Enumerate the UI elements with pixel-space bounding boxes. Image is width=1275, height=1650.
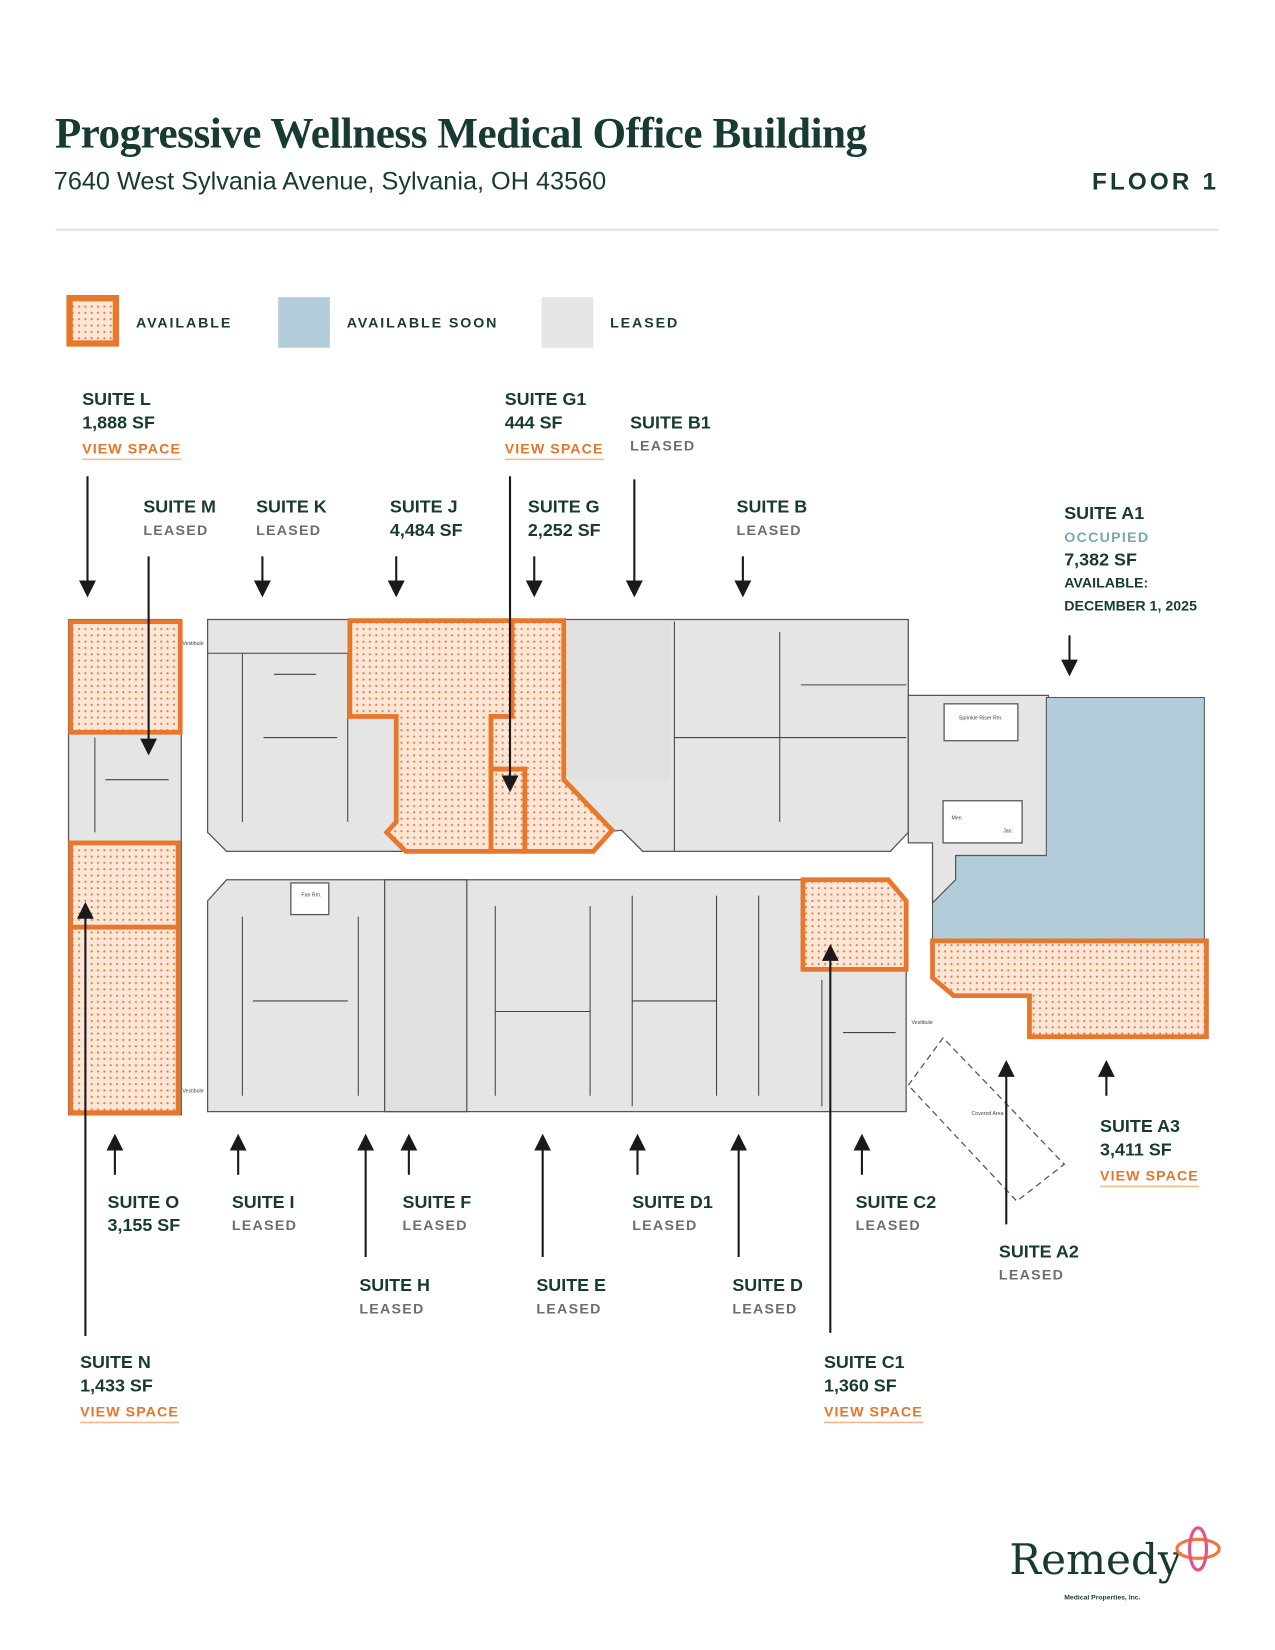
jan-label: Jan. xyxy=(1003,828,1013,834)
page-title: Progressive Wellness Medical Office Buil… xyxy=(55,111,868,158)
suite-b1-name: SUITE B1 xyxy=(630,412,711,432)
sprinkler-room xyxy=(943,703,1019,742)
suite-g1-size: 444 SF xyxy=(505,412,563,432)
logo-subtitle: Medical Properties, Inc. xyxy=(1064,1594,1140,1601)
suite-g1-view-space-link[interactable]: VIEW SPACE xyxy=(505,442,604,458)
covered-area xyxy=(907,1036,1066,1203)
suite-a3-size: 3,411 SF xyxy=(1100,1139,1172,1159)
suite-a1-availability-label: AVAILABLE: xyxy=(1064,575,1148,591)
suite-i-status: LEASED xyxy=(232,1218,297,1234)
suite-c1-size: 1,360 SF xyxy=(824,1375,897,1395)
suite-f-status: LEASED xyxy=(403,1218,468,1234)
floor-label: FLOOR 1 xyxy=(1092,169,1219,196)
suite-g1-name: SUITE G1 xyxy=(505,389,587,409)
legend-label-available: AVAILABLE xyxy=(136,316,232,332)
suite-f-name: SUITE F xyxy=(403,1192,472,1212)
men-label: Men xyxy=(951,816,961,822)
suite-j-name: SUITE J xyxy=(390,497,458,517)
suite-o-size: 3,155 SF xyxy=(108,1215,181,1235)
suite-a1-name: SUITE A1 xyxy=(1064,503,1144,523)
suite-c1-view-space-link[interactable]: VIEW SPACE xyxy=(824,1405,923,1421)
suite-g-name: SUITE G xyxy=(528,497,600,517)
vestibule-label: Vestibule xyxy=(182,641,203,647)
suite-n-size: 1,433 SF xyxy=(80,1375,153,1395)
suite-a1-size: 7,382 SF xyxy=(1064,549,1137,569)
suite-h-status: LEASED xyxy=(359,1301,424,1317)
suite-n-view-space-link[interactable]: VIEW SPACE xyxy=(80,1405,179,1421)
suite-e-status: LEASED xyxy=(536,1301,601,1317)
suite-c1-area[interactable] xyxy=(800,877,909,972)
suite-b-status: LEASED xyxy=(737,523,802,539)
suite-k-status: LEASED xyxy=(256,523,321,539)
suite-a3-view-space-link[interactable]: VIEW SPACE xyxy=(1100,1169,1199,1185)
logo-wordmark: Remedy xyxy=(1009,1535,1181,1584)
suite-b1-space xyxy=(566,621,671,780)
suite-h-space xyxy=(383,879,468,1113)
legend-label-available-soon: AVAILABLE SOON xyxy=(347,316,499,332)
vestibule-label: Vestibule xyxy=(182,1089,203,1095)
vestibule-label: Vestibule xyxy=(911,1020,932,1026)
suite-e-name: SUITE E xyxy=(536,1275,606,1295)
remedy-logo: Remedy Medical Properties, Inc. xyxy=(1009,1526,1221,1601)
logo-mark-icon xyxy=(1175,1526,1221,1572)
suite-c1-name: SUITE C1 xyxy=(824,1352,905,1372)
fan-room xyxy=(290,882,330,916)
suite-m-status: LEASED xyxy=(143,523,208,539)
fan-room-label: Fan Rm. xyxy=(301,893,321,899)
suite-a1-area[interactable] xyxy=(931,696,1205,942)
legend-swatch-available xyxy=(66,295,120,347)
suite-b-name: SUITE B xyxy=(737,497,808,517)
suite-c2-name: SUITE C2 xyxy=(856,1192,937,1212)
suite-l-view-space-link[interactable]: VIEW SPACE xyxy=(82,442,181,458)
suite-a2-name: SUITE A2 xyxy=(999,1242,1079,1262)
suite-i-name: SUITE I xyxy=(232,1192,295,1212)
suite-a1-availability-date: DECEMBER 1, 2025 xyxy=(1064,599,1197,615)
legend: AVAILABLE AVAILABLE SOON LEASED xyxy=(66,295,679,348)
suite-l-area[interactable] xyxy=(68,619,183,735)
covered-area-label: Covered Area xyxy=(972,1111,1004,1117)
legend-swatch-available-soon xyxy=(278,297,330,348)
suite-a1-status: OCCUPIED xyxy=(1064,530,1149,546)
suite-j-size: 4,484 SF xyxy=(390,520,463,540)
suite-l-name: SUITE L xyxy=(82,389,151,409)
suite-d1-status: LEASED xyxy=(632,1218,697,1234)
suite-l-size: 1,888 SF xyxy=(82,412,155,432)
suite-callouts: SUITE L 1,888 SF VIEW SPACE SUITE G1 444 SF V… xyxy=(76,389,1200,1424)
restrooms xyxy=(942,800,1023,844)
legend-swatch-leased xyxy=(541,297,594,348)
suite-g1-area[interactable] xyxy=(488,766,528,854)
suite-o-area[interactable] xyxy=(68,924,181,1116)
address: 7640 West Sylvania Avenue, Sylvania, OH … xyxy=(54,168,606,196)
suite-g-size: 2,252 SF xyxy=(528,520,601,540)
suite-h-name: SUITE H xyxy=(359,1275,430,1295)
suite-d-status: LEASED xyxy=(732,1301,797,1317)
suite-d-name: SUITE D xyxy=(732,1275,803,1295)
suite-o-name: SUITE O xyxy=(108,1192,180,1212)
suite-a3-name: SUITE A3 xyxy=(1100,1116,1180,1136)
suite-a3-area[interactable] xyxy=(930,938,1209,1040)
suite-d1-name: SUITE D1 xyxy=(632,1192,713,1212)
legend-label-leased: LEASED xyxy=(610,316,679,332)
suite-n-name: SUITE N xyxy=(80,1352,151,1372)
suite-b1-status: LEASED xyxy=(630,438,695,454)
suite-k-name: SUITE K xyxy=(256,497,327,517)
suite-n-area[interactable] xyxy=(68,840,181,930)
suite-m-name: SUITE M xyxy=(143,497,216,517)
sprinkler-room-label: Sprinkle Riser Rm. xyxy=(959,716,1003,722)
suite-a2-status: LEASED xyxy=(999,1268,1064,1284)
suite-c2-status: LEASED xyxy=(856,1218,921,1234)
